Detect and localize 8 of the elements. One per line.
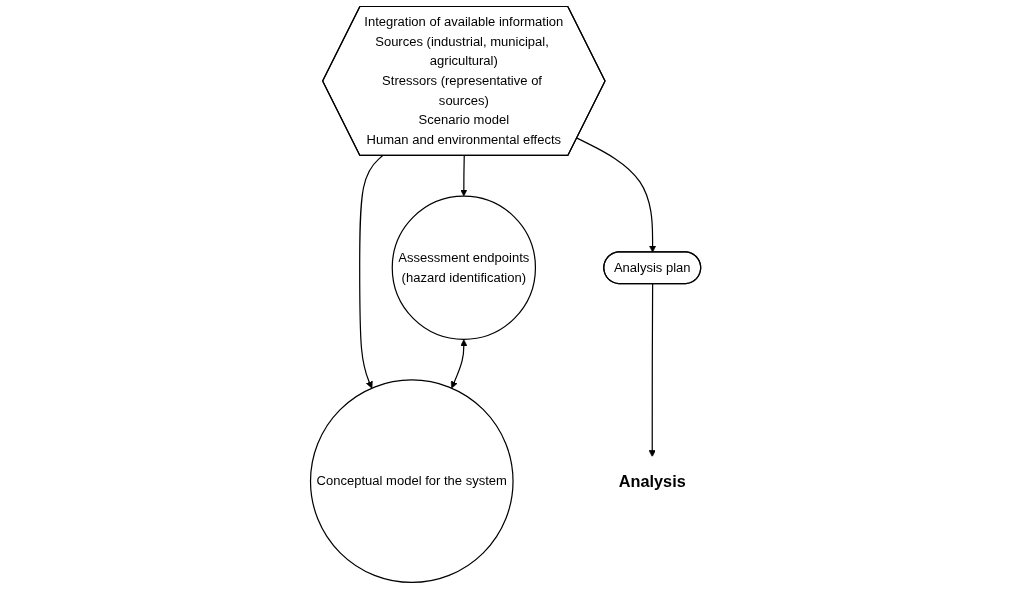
node-text: Analysis <box>618 472 686 491</box>
arrow <box>576 137 656 253</box>
arrow <box>450 339 468 389</box>
arrow <box>358 155 383 389</box>
arrow <box>648 283 656 458</box>
arrow <box>459 155 468 197</box>
node-circle: Conceptual model for the system <box>309 379 514 584</box>
node-circle: Assessment endpoints (hazard identification) <box>391 195 536 340</box>
